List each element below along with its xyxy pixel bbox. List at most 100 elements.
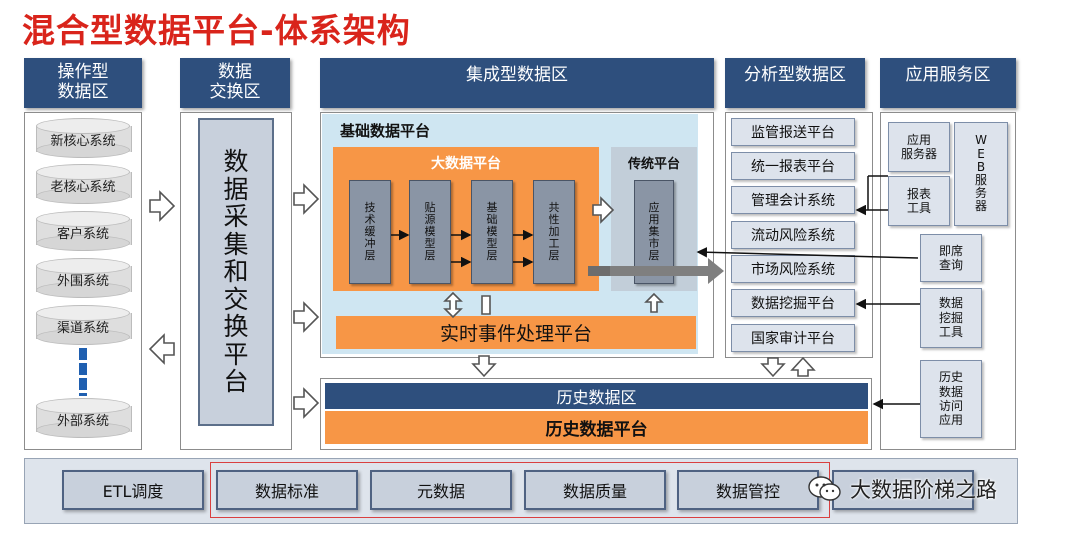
mining-tool: 数据 挖掘 工具 bbox=[920, 288, 982, 348]
page-title: 混合型数据平台-体系架构 bbox=[22, 11, 411, 50]
zone-header-integrated: 集成型数据区 bbox=[320, 58, 714, 108]
web-server-char: 服 bbox=[974, 173, 987, 187]
analysis-system-label: 数据挖掘平台 bbox=[751, 296, 835, 312]
bigdata-layer-char: 层 bbox=[486, 249, 498, 263]
analysis-system: 国家审计平台 bbox=[731, 324, 855, 352]
ops-system-label: 老核心系统 bbox=[50, 180, 116, 195]
bigdata-layer-char: 性 bbox=[548, 212, 560, 226]
report-tool: 报表 工具 bbox=[888, 176, 950, 226]
bigdata-platform-title: 大数据平台 bbox=[431, 156, 501, 172]
bigdata-layer-char: 层 bbox=[548, 249, 560, 263]
realtime-platform: 实时事件处理平台 bbox=[336, 316, 696, 349]
bigdata-layer-char: 层 bbox=[364, 249, 376, 263]
hollow-arrow-down bbox=[471, 355, 497, 378]
web-server-char: W bbox=[975, 133, 987, 148]
analysis-system-label: 流动风险系统 bbox=[751, 228, 835, 244]
traditional-platform-title: 传统平台 bbox=[627, 157, 680, 172]
exchange-platform-char: 台 bbox=[223, 367, 249, 397]
ops-system-cylinder: 渠道系统 bbox=[36, 305, 132, 345]
hollow-arrow-right bbox=[293, 387, 320, 419]
ops-system-cylinder: 外围系统 bbox=[36, 258, 132, 298]
bigdata-layer-char: 术 bbox=[364, 212, 376, 226]
analysis-system: 流动风险系统 bbox=[731, 221, 855, 249]
bottom-module-label: 数据标准 bbox=[254, 482, 319, 501]
hollow-arrow-right bbox=[592, 196, 615, 224]
bottom-module bbox=[832, 470, 974, 510]
exchange-platform-char: 平 bbox=[223, 339, 249, 369]
web-server-char: 器 bbox=[974, 199, 987, 214]
zone-header-exchange: 数据 交换区 bbox=[180, 58, 290, 108]
analysis-system: 数据挖掘平台 bbox=[731, 289, 855, 317]
bottom-module-label: ETL调度 bbox=[102, 482, 164, 501]
bigdata-layer-char: 础 bbox=[486, 212, 498, 226]
bottom-module-label: 数据质量 bbox=[562, 482, 627, 501]
ops-system-label: 渠道系统 bbox=[56, 321, 109, 336]
app-mart-char: 市 bbox=[648, 237, 660, 251]
bigdata-layer-char: 缓 bbox=[364, 224, 376, 238]
watermark: 大数据阶梯之路 bbox=[808, 474, 1068, 504]
hollow-arrow-left bbox=[148, 333, 175, 365]
bottom-module-label: 元数据 bbox=[416, 482, 465, 501]
exchange-platform: 数据采集和交换平台 bbox=[198, 118, 274, 426]
history-zone-bar: 历史数据区 bbox=[325, 383, 868, 409]
bigdata-layer-char: 冲 bbox=[364, 237, 376, 251]
hollow-arrow-up bbox=[644, 292, 664, 313]
bigdata-layer-char: 技 bbox=[364, 200, 376, 214]
bigdata-layer-char: 加 bbox=[548, 224, 560, 238]
zone-header-app: 应用服务区 bbox=[880, 58, 1016, 108]
analysis-system-label: 国家审计平台 bbox=[751, 331, 835, 347]
zone-header-ops: 操作型 数据区 bbox=[24, 58, 142, 108]
zone-header-analysis: 分析型数据区 bbox=[725, 58, 865, 108]
bigdata-layer-char: 工 bbox=[548, 237, 560, 251]
bigdata-layer-char: 基 bbox=[486, 200, 498, 214]
history-platform-label: 历史数据平台 bbox=[545, 420, 648, 440]
bigdata-layer-char: 源 bbox=[424, 212, 436, 226]
bottom-module: 数据质量 bbox=[524, 470, 666, 510]
hollow-arrow-down bbox=[760, 357, 786, 378]
analysis-system: 监管报送平台 bbox=[731, 118, 855, 146]
analysis-system: 管理会计系统 bbox=[731, 186, 855, 214]
ops-system-label: 客户系统 bbox=[56, 227, 109, 242]
bigdata-layer-char: 模 bbox=[486, 224, 498, 238]
app-mart-char: 集 bbox=[648, 224, 660, 238]
exchange-platform-char: 采 bbox=[223, 202, 249, 232]
exchange-platform-char: 集 bbox=[223, 229, 249, 259]
bottom-module: ETL调度 bbox=[62, 470, 204, 510]
zone-header-analysis-label: 分析型数据区 bbox=[744, 65, 846, 85]
exchange-platform-char: 据 bbox=[223, 174, 249, 204]
analysis-system-label: 统一报表平台 bbox=[751, 159, 835, 175]
watermark-text: 大数据阶梯之路 bbox=[850, 478, 997, 502]
ops-system-label: 外部系统 bbox=[56, 414, 109, 429]
bigdata-layer: 共性加工层 bbox=[533, 180, 575, 284]
exchange-platform-char: 换 bbox=[223, 312, 249, 342]
exchange-platform-char: 数 bbox=[223, 147, 249, 177]
web-server-char: E bbox=[977, 146, 985, 161]
analysis-system-label: 管理会计系统 bbox=[751, 193, 835, 209]
bottom-module: 数据管控 bbox=[677, 470, 819, 510]
ops-system-label: 新核心系统 bbox=[50, 134, 116, 149]
history-platform: 历史数据平台 bbox=[325, 411, 868, 444]
adhoc-query: 即席 查询 bbox=[920, 234, 982, 282]
bottom-module: 元数据 bbox=[370, 470, 512, 510]
hollow-arrow-right bbox=[149, 190, 176, 222]
ellipsis-connector bbox=[79, 348, 87, 396]
app-mart-char: 层 bbox=[648, 249, 660, 263]
bigdata-layer: 基础模型层 bbox=[471, 180, 513, 284]
hollow-arrow-right bbox=[293, 301, 320, 333]
ops-system-cylinder: 新核心系统 bbox=[36, 118, 132, 158]
exchange-platform-char: 交 bbox=[223, 284, 249, 314]
app-server: 应用 服务器 bbox=[888, 122, 950, 172]
ops-system-cylinder: 客户系统 bbox=[36, 211, 132, 251]
bigdata-layer-char: 型 bbox=[424, 237, 436, 251]
history-zone-label: 历史数据区 bbox=[556, 388, 637, 407]
zone-header-integrated-label: 集成型数据区 bbox=[466, 65, 568, 85]
ops-system-label: 外围系统 bbox=[56, 274, 109, 289]
bigdata-layer-char: 模 bbox=[424, 224, 436, 238]
analysis-system: 市场风险系统 bbox=[731, 255, 855, 283]
zone-header-exchange-label: 数据 交换区 bbox=[209, 62, 261, 102]
ops-system-cylinder: 外部系统 bbox=[36, 398, 132, 438]
base-data-platform-title: 基础数据平台 bbox=[340, 122, 431, 140]
bigdata-layer: 技术缓冲层 bbox=[349, 180, 391, 284]
app-mart-char: 用 bbox=[648, 212, 660, 226]
